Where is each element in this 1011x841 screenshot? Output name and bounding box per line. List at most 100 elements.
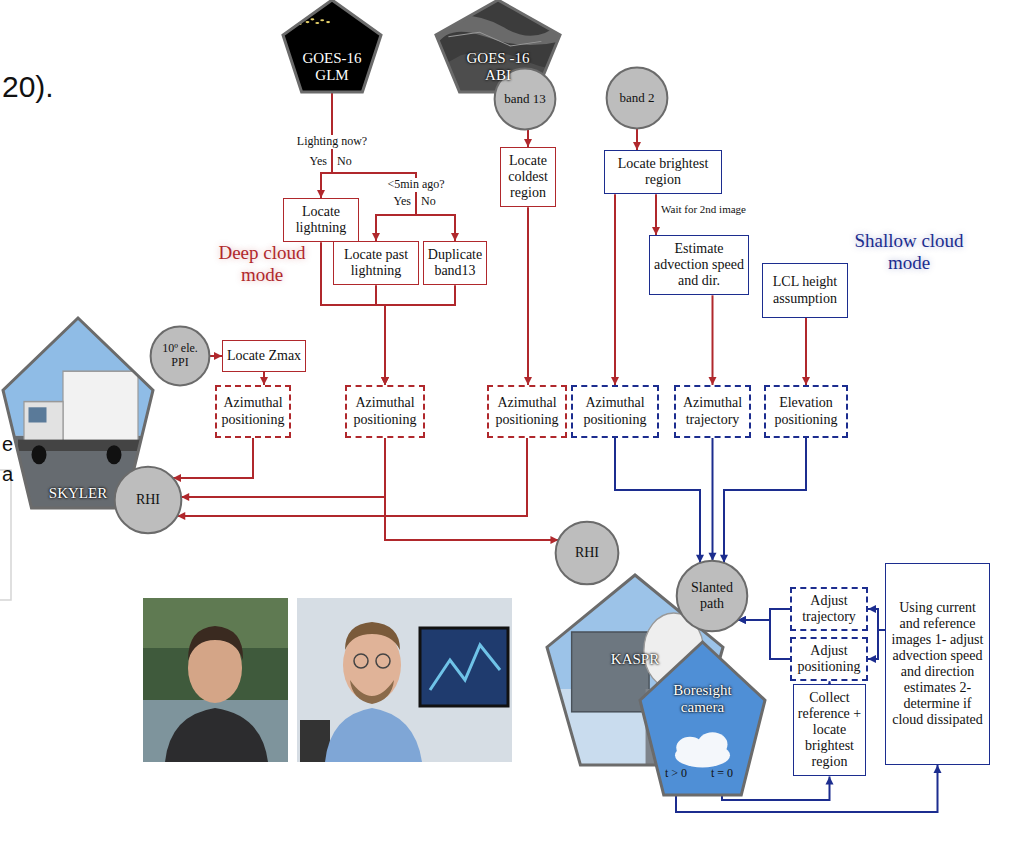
connector [177,438,527,520]
process-box: Duplicate band13 [423,241,487,285]
connector [709,438,717,561]
process-box: Using current and reference images 1- ad… [885,563,990,765]
decision-label: <5min ago? [385,178,446,192]
node-text: Collect reference + locate brightest reg… [797,690,862,770]
lightning-flash [315,22,319,24]
connector-line [181,438,385,497]
decision-label: Yes [310,155,327,169]
photo-glasses [376,654,390,668]
slide-fragment: e [2,433,13,456]
photo-shirt [325,708,422,762]
node-text: Slanted path [681,580,742,612]
node-text: RHI [119,492,177,508]
process-box: LCL height assumption [762,263,848,318]
dashed-process-box: Elevation positioning [764,385,848,438]
node-text: Using current and reference images 1- ad… [889,600,986,729]
connector-line [712,295,714,385]
photo-beard [350,680,394,704]
connector [615,438,704,563]
arrow-head [868,655,876,663]
photo-shirt [165,708,268,762]
dashed-process-box: Adjust positioning [790,637,868,681]
decision-label: Yes [394,195,411,209]
connector-line [805,318,807,385]
connector [385,438,559,544]
connector [376,285,389,385]
node-text: Locate lightning [287,204,355,236]
arrow-head [633,142,641,150]
node-text: Locate brightest region [608,156,718,188]
node-text: Azimuthal trajectory [679,395,746,427]
node-text: Elevation positioning [769,395,843,427]
connector-line [177,438,527,516]
node-text: Adjust trajectory [795,593,863,625]
node-text: Locate coldest region [504,153,552,201]
circle-node: RHI [555,521,619,585]
connector [524,207,532,385]
photo-lake [143,700,288,762]
arrow-head [372,233,380,241]
lightning-flash [310,18,314,20]
connector [720,438,806,563]
node-text: KASPR [585,651,685,668]
cloud-field [436,15,560,46]
arrow-head [934,765,942,773]
arrow-head [381,377,389,385]
slide-fragment: 20). [2,70,54,105]
arrow-head [652,227,660,235]
photo-keyboard [300,720,330,762]
connector [260,372,268,385]
process-box: Locate lightning [283,198,359,242]
process-box: Estimate advection speed and dir. [649,235,749,295]
arrow-head [381,377,389,385]
node-text: 10º ele. PPI [155,342,206,370]
node-text: SKYLER [28,485,128,502]
node-text: band 2 [611,91,664,106]
connector-line [614,194,616,385]
connector [181,438,385,501]
photo-background [143,598,288,762]
connector [209,352,222,360]
arrow-head [524,139,532,147]
node-text: Azimuthal positioning [350,395,420,427]
process-box: Locate past lightning [333,241,419,285]
dashed-process-box: Adjust trajectory [790,587,868,631]
circle-fill [607,68,668,129]
arrow-head [524,377,532,385]
truck-window [29,407,47,422]
circle-fill [556,522,619,585]
photo-hair [188,626,243,660]
decision-label: No [421,195,436,209]
dashed-process-box: Azimuthal positioning [345,385,425,438]
edge-label: t = 0 [711,767,733,781]
pentagon-border [640,642,765,795]
arrow-head [451,233,459,241]
node-text: RHI [560,545,614,561]
node-text: LCL height assumption [766,274,844,306]
radar-housing [572,632,649,712]
connector [738,616,790,659]
mode-label: Shallow cloud mode [847,230,971,274]
decision-label: No [337,155,352,169]
connector-line [385,438,559,540]
sky [640,642,765,795]
connector-line [868,609,885,630]
connector-line [527,207,529,385]
lightning-flash [326,21,330,23]
arrow-head [611,377,619,385]
node-text: GOES-16 GLM [296,50,368,85]
connector-line [738,620,790,659]
process-box: Locate brightest region [604,150,722,194]
mode-label: Deep cloud mode [212,242,312,286]
arrow-head [709,553,717,561]
node-text: Boresight camera [661,682,745,717]
connector-line [712,438,714,561]
node-text: Locate Zmax [226,348,302,364]
slide-fragment: a [2,463,13,486]
node-text: Estimate advection speed and dir. [653,241,745,289]
node-text: Adjust positioning [795,643,863,675]
decision-label: Lighting now? [295,135,369,149]
edge-label: t > 0 [665,767,687,781]
circle-fill [151,327,210,386]
